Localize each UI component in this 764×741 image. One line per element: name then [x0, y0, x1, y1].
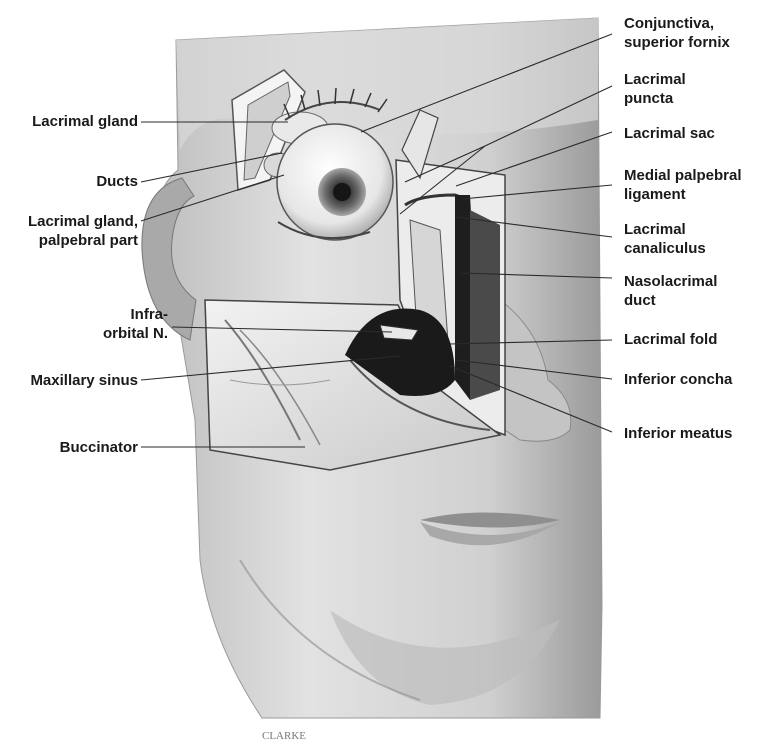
label-line-2: orbital N.: [103, 324, 168, 343]
label-lacrimal-fold: Lacrimal fold: [624, 330, 717, 349]
label-line-1: Lacrimal: [624, 70, 686, 89]
label-conjunctiva-superior-fornix: Conjunctiva, superior fornix: [624, 14, 730, 52]
label-lacrimal-canaliculus: Lacrimal canaliculus: [624, 220, 706, 258]
label-line-1: Nasolacrimal: [624, 272, 717, 291]
label-line-1: Conjunctiva,: [624, 14, 730, 33]
label-lacrimal-sac: Lacrimal sac: [624, 124, 715, 143]
label-buccinator: Buccinator: [60, 438, 138, 457]
label-line-1: Infra-: [103, 305, 168, 324]
label-line-2: ligament: [624, 185, 742, 204]
label-line-1: Lacrimal gland,: [28, 212, 138, 231]
label-line-2: duct: [624, 291, 717, 310]
label-line-2: puncta: [624, 89, 686, 108]
label-ducts: Ducts: [96, 172, 138, 191]
label-line-1: Lacrimal: [624, 220, 706, 239]
label-line-1: Medial palpebral: [624, 166, 742, 185]
label-infraorbital-n: Infra- orbital N.: [103, 305, 168, 343]
label-line-2: canaliculus: [624, 239, 706, 258]
label-line-2: palpebral part: [28, 231, 138, 250]
label-nasolacrimal-duct: Nasolacrimal duct: [624, 272, 717, 310]
label-line-2: superior fornix: [624, 33, 730, 52]
label-inferior-concha: Inferior concha: [624, 370, 732, 389]
label-lacrimal-puncta: Lacrimal puncta: [624, 70, 686, 108]
label-inferior-meatus: Inferior meatus: [624, 424, 732, 443]
label-lacrimal-gland-palpebral: Lacrimal gland, palpebral part: [28, 212, 138, 250]
artist-signature: CLARKE: [262, 730, 306, 741]
label-medial-palpebral-ligament: Medial palpebral ligament: [624, 166, 742, 204]
label-lacrimal-gland: Lacrimal gland: [32, 112, 138, 131]
label-maxillary-sinus: Maxillary sinus: [30, 371, 138, 390]
